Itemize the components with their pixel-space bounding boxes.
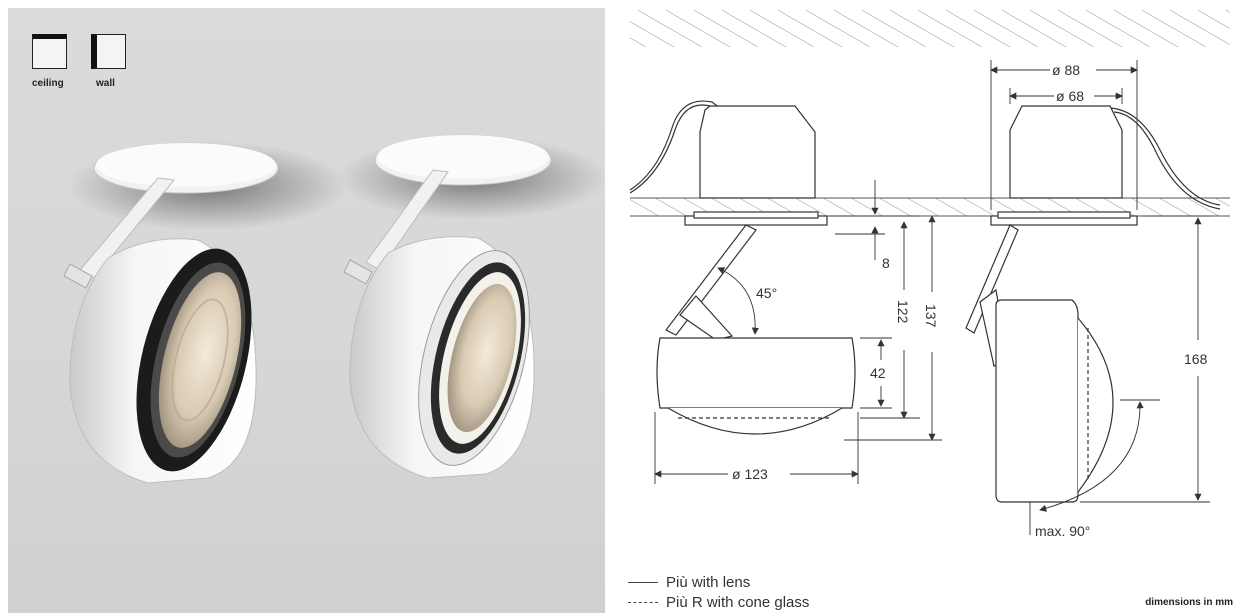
ceiling-hatch-top <box>630 10 1230 47</box>
spotlights-render <box>63 134 605 484</box>
left-fixture <box>629 100 856 435</box>
dim-max90: max. 90° <box>1035 523 1090 539</box>
legend-solid-label: Più with lens <box>666 574 751 591</box>
wall-label: wall <box>96 78 115 89</box>
dim-45: 45° <box>756 285 777 301</box>
dim-137: 137 <box>923 304 939 328</box>
dimension-lines <box>654 60 1210 535</box>
dim-d68: ø 68 <box>1056 88 1084 104</box>
dim-42: 42 <box>870 365 886 381</box>
dimensions-note: dimensions in mm <box>1145 597 1233 608</box>
dim-d88: ø 88 <box>1052 62 1080 78</box>
legend-solid-line <box>628 582 658 583</box>
wall-mount-icon <box>91 34 126 69</box>
spotlight-with-lens <box>63 141 348 484</box>
legend-solid: Più with lens <box>628 574 750 591</box>
product-photo: ceiling wall <box>8 8 605 613</box>
dim-122: 122 <box>895 300 911 324</box>
ceiling-label: ceiling <box>32 78 64 89</box>
dim-d123: ø 123 <box>732 466 768 482</box>
ceiling-mount-icon <box>32 34 67 69</box>
legend-dashed-label: Più R with cone glass <box>666 594 810 611</box>
dimension-labels: ø 88 ø 68 8 45° 122 137 42 ø 123 168 max… <box>732 62 1208 539</box>
legend-dashed: Più R with cone glass <box>628 594 809 611</box>
dim-8: 8 <box>882 255 890 271</box>
spotlight-with-cone-glass <box>338 134 605 479</box>
dim-168: 168 <box>1184 351 1208 367</box>
legend-dashed-line <box>628 602 658 603</box>
technical-drawing: ø 88 ø 68 8 45° 122 137 42 ø 123 168 max… <box>629 10 1230 539</box>
right-fixture <box>965 105 1221 503</box>
